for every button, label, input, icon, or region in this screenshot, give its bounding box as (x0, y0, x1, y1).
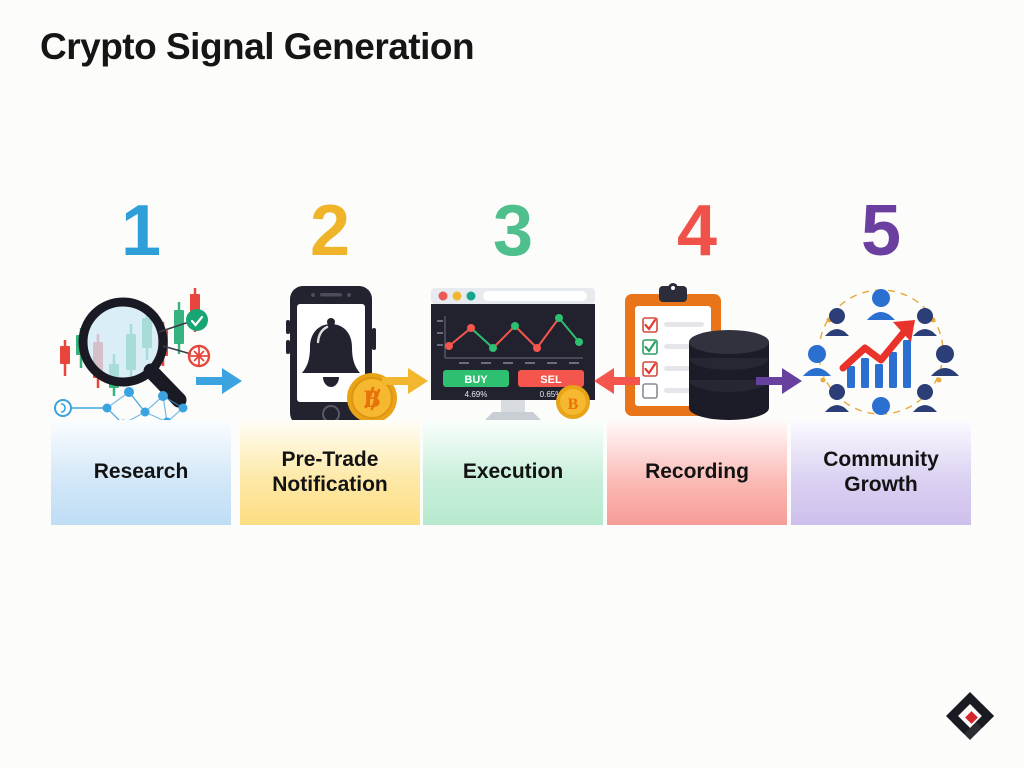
people-circle (803, 289, 959, 428)
brand-logo (944, 690, 996, 742)
arrow-step4-to-step5 (756, 368, 802, 394)
traffic-light-red (438, 291, 448, 301)
step-number-4: 4 (676, 191, 718, 271)
bar-chart (847, 340, 911, 388)
step-label-3: Execution (462, 460, 564, 484)
growth-arrow (839, 320, 915, 372)
database-stack (689, 330, 769, 420)
line-chart (437, 314, 583, 364)
monitor-stand (485, 398, 541, 420)
buy-percent-label: 4.69% (465, 390, 488, 399)
magnifier-candlestick-network-icon (51, 280, 231, 430)
step-card-2[interactable]: Pre-Trade Notification (240, 420, 420, 525)
notification-bell (302, 318, 360, 387)
step-number-3: 3 (492, 191, 534, 271)
step-card-1[interactable]: Research (51, 420, 231, 525)
arrow-step4-to-step3 (594, 368, 640, 394)
signal-badges (158, 309, 211, 368)
phone-bell-bitcoin-icon: B (240, 280, 420, 430)
checkbox-4 (642, 383, 658, 399)
step-3-execution[interactable]: 3 (423, 195, 603, 525)
sell-percent-label: 0.65% (540, 390, 563, 399)
clipboard-database-icon (607, 280, 787, 430)
step-label-5: Community Growth (823, 448, 939, 496)
bitcoin-coin: B (556, 385, 590, 419)
step-1-research[interactable]: 1 (51, 195, 231, 525)
arrow-step1-to-step2 (196, 368, 242, 394)
svg-text:B: B (364, 386, 381, 413)
monitor-trading-terminal-icon: BUY SEL 4.69% 0.65% B (423, 280, 603, 430)
buy-button-label: BUY (464, 374, 488, 386)
step-4-recording[interactable]: 4 (607, 195, 787, 525)
step-label-4: Recording (645, 460, 749, 484)
buy-button (443, 370, 509, 387)
traffic-light-amber (452, 291, 462, 301)
step-number-2: 2 (309, 191, 351, 271)
bitcoin-coin: B (347, 373, 397, 423)
browser-window (431, 288, 595, 304)
process-flow: 1 (0, 195, 1024, 535)
step-label-2: Pre-Trade Notification (272, 448, 388, 496)
sell-button-label: SEL (540, 374, 562, 386)
step-5-community-growth[interactable]: 5 (791, 195, 971, 525)
arrow-step2-to-step3 (382, 368, 428, 394)
step-card-4[interactable]: Recording (607, 420, 787, 525)
step-card-3[interactable]: Execution (423, 420, 603, 525)
step-label-1: Research (93, 460, 189, 484)
sell-button (518, 370, 584, 387)
step-number-5: 5 (860, 191, 902, 271)
people-network-growth-icon (791, 280, 971, 430)
step-card-5[interactable]: Community Growth (791, 420, 971, 525)
magnifying-glass (78, 297, 187, 408)
step-2-pre-trade-notification[interactable]: 2 (240, 195, 420, 525)
traffic-light-teal (466, 291, 476, 301)
page-title: Crypto Signal Generation (40, 26, 475, 67)
svg-text:B: B (568, 396, 579, 413)
step-number-1: 1 (120, 191, 162, 271)
